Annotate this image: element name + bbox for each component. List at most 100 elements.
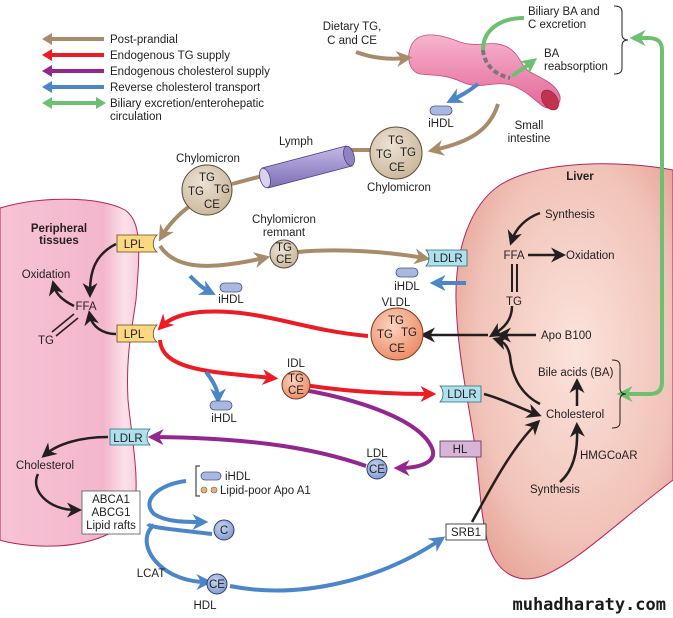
rct-c-loop <box>146 522 213 536</box>
svg-text:CE: CE <box>389 162 405 174</box>
idl-to-ldlr-arrow <box>303 383 437 402</box>
liver-oxidation: Oxidation <box>566 250 615 262</box>
ldlr-to-cholesterol-arrow-liver <box>483 392 542 418</box>
legend-label: Reverse cholesterol transport <box>110 82 261 94</box>
ldl-label: LDL <box>366 448 388 460</box>
ffa-tg-equilibrium-b <box>55 317 79 337</box>
lpl-to-idl-arrow <box>158 339 279 386</box>
peripheral-tg: TG <box>38 335 54 347</box>
lpl-to-remnant-arrow <box>158 244 271 268</box>
ihdl-particle-chylo <box>219 282 243 293</box>
legend-arrowhead-icon <box>42 97 52 109</box>
chylomicron-to-lpl-arrow <box>158 204 192 242</box>
apo-a1-dot-1 <box>200 486 208 494</box>
liver-cholesterol: Cholesterol <box>546 409 604 421</box>
watermark: muhadharaty.com <box>512 595 666 615</box>
cholesterol-to-assembly-arrow <box>492 335 541 406</box>
legend-label: Biliary excretion/enterohepatic <box>110 98 264 110</box>
ba-reabsorption-arrow <box>510 58 538 78</box>
liver-synthesis-top: Synthesis <box>545 209 595 221</box>
biliary-bracket <box>613 5 629 75</box>
biliary-label-2: C excretion <box>528 19 586 31</box>
svg-text:CE: CE <box>369 464 385 476</box>
svg-text:SRB1: SRB1 <box>451 527 481 539</box>
dietary-label-2: C and CE <box>327 35 377 47</box>
svg-text:TG: TG <box>214 184 230 196</box>
lpl-ihdl-arrow <box>188 274 216 295</box>
gut-ihdl-arrow <box>446 82 480 103</box>
svg-text:TG: TG <box>188 186 204 198</box>
hdl-ce-particle: CE <box>206 573 228 595</box>
legend-label: Post-prandial <box>110 34 178 46</box>
svg-text:CE: CE <box>276 254 292 266</box>
rct-lcat-arrow <box>144 523 213 590</box>
ldlr-receptor-liver-mid: LDLR <box>439 385 482 403</box>
chylomicron-gut-particle: TG TG TG CE <box>369 126 423 180</box>
svg-text:TG: TG <box>288 373 304 385</box>
lpl-receptor-top: LPL <box>116 234 159 253</box>
svg-text:LPL: LPL <box>124 239 145 251</box>
peripheral-ffa: FFA <box>75 301 96 313</box>
lpl-to-ffa-arrow <box>82 242 117 298</box>
ihdl-gut-label: iHDL <box>428 118 454 130</box>
lpl2-to-ffa-arrow <box>84 310 117 336</box>
synthesis-to-ffa-arrow <box>507 211 541 246</box>
lymph-vessel <box>259 145 355 189</box>
ihdl-liver-label: iHDL <box>394 281 420 293</box>
svg-text:TG: TG <box>401 327 417 339</box>
lpl2-ihdl-arrow <box>204 370 226 405</box>
rct-apo-to-c-arrow <box>147 479 209 530</box>
svg-text:LDLR: LDLR <box>433 253 462 265</box>
legend-item: Endogenous TG supply <box>42 49 230 62</box>
ldl-particle: CE <box>366 458 388 480</box>
cholesterol-to-abca1-arrow <box>35 473 82 518</box>
idl-label: IDL <box>287 358 306 370</box>
legend-arrowhead-icon <box>42 65 52 77</box>
lcat-label: LCAT <box>137 568 166 580</box>
chylomicron-remnant-label-1: Chylomicron <box>252 214 316 226</box>
dietary-label-1: Dietary TG, <box>323 21 382 33</box>
lpl-receptor-bottom: LPL <box>116 324 159 343</box>
liver-tg: TG <box>506 296 522 308</box>
hdl-c-particle: C <box>213 519 235 541</box>
chylomicron-remnant-particle: TG CE <box>269 239 299 269</box>
ihdl-key-particle <box>200 471 222 481</box>
peripheral-title-1: Peripheral <box>31 223 87 235</box>
vldl-to-lpl-arrow <box>157 309 369 338</box>
chylomicron-particle: TG TG TG CE <box>181 164 233 216</box>
liver-synthesis-bottom: Synthesis <box>530 484 580 496</box>
legend-label: Endogenous TG supply <box>110 50 230 62</box>
legend-item: Reverse cholesterol transport <box>42 81 261 94</box>
chylomicron-remnant-label-2: remnant <box>263 227 306 239</box>
srb1-to-cholesterol-arrow <box>470 419 541 523</box>
legend-arrowhead-icon <box>42 33 52 45</box>
ihdl-apo-bracket <box>195 465 200 497</box>
ffa-to-oxidation-arrow <box>48 280 75 308</box>
liver-bile-acids: Bile acids (BA) <box>538 367 614 379</box>
lymph-label: Lymph <box>279 136 313 148</box>
biliary-excretion-arrow <box>481 16 525 51</box>
svg-text:LDLR: LDLR <box>113 433 142 445</box>
dietary-arrow <box>355 50 413 68</box>
svg-text:LPL: LPL <box>124 329 145 341</box>
vldl-label: VLDL <box>382 297 411 309</box>
svg-text:TG: TG <box>199 172 215 184</box>
idl-particle: TG CE <box>281 370 311 400</box>
svg-text:CE: CE <box>389 343 405 355</box>
ihdl-particle-vldl <box>209 400 233 411</box>
ihdl-chylo-label: iHDL <box>218 294 244 306</box>
svg-text:TG: TG <box>376 149 392 161</box>
ihdl-particle-liver <box>395 267 419 278</box>
ihdl-vldl-label: iHDL <box>211 413 237 425</box>
svg-text:C: C <box>220 525 228 537</box>
liver-hmgcoar: HMGCoAR <box>580 450 638 462</box>
ldlr-to-cholesterol-arrow <box>41 435 109 458</box>
enterohepatic-dashed-path <box>481 49 511 80</box>
legend-item: Post-prandial <box>42 33 178 46</box>
synthesis-to-cholesterol-arrow <box>559 422 585 483</box>
enterohepatic-circulation-arrow <box>616 30 664 402</box>
svg-text:TG: TG <box>400 147 416 159</box>
legend-item: Biliary excretion/enterohepaticcirculati… <box>42 97 264 123</box>
